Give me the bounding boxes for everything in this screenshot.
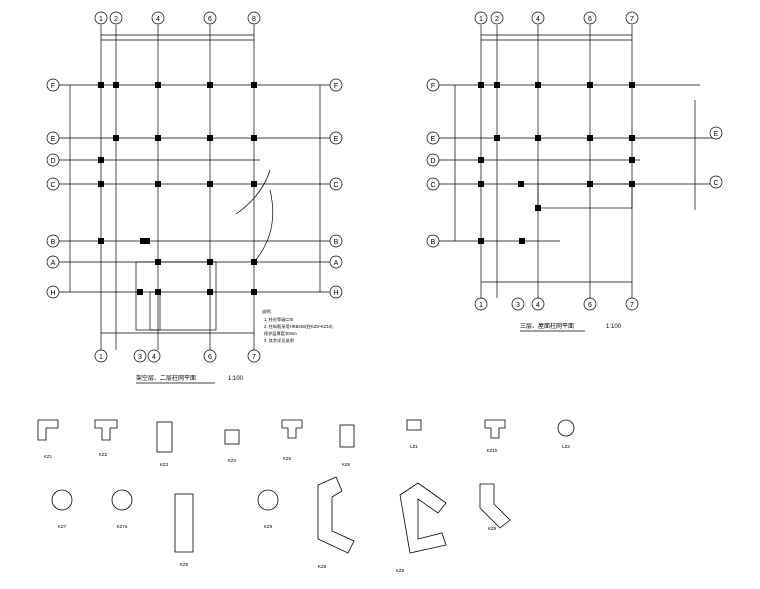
svg-text:LZ2: LZ2 [562, 444, 570, 449]
right-plan-title-block: 三层、屋面柱网平面 1:100 [520, 322, 622, 332]
svg-text:1: 1 [99, 354, 103, 361]
svg-text:6: 6 [588, 16, 592, 23]
left-right-axes: F E C B A H [329, 78, 343, 299]
right-plan-scale: 1:100 [606, 324, 622, 330]
left-plan-title-block: 架空层、二层柱网平面 1:100 [136, 374, 244, 384]
svg-text:7: 7 [630, 16, 634, 23]
svg-text:KZ8: KZ8 [318, 564, 327, 569]
right-plan-title: 三层、屋面柱网平面 [520, 322, 574, 330]
left-bottom-axes: 1 3 4 6 7 [94, 349, 261, 363]
details-row-2-labels: KZ7 KZ7a KZ8 KZ9 KZ8 KZ8 KZ8 [58, 524, 497, 573]
svg-text:1: 1 [479, 302, 483, 309]
left-side-axes: F E D C B A H [46, 78, 60, 299]
svg-text:2: 2 [114, 16, 118, 23]
svg-text:1: 1 [99, 16, 103, 23]
svg-text:H: H [50, 290, 55, 297]
svg-text:KZ8: KZ8 [396, 568, 405, 573]
svg-text:KZ8: KZ8 [180, 562, 189, 567]
svg-text:KZ7a: KZ7a [117, 524, 128, 529]
left-plan-scale: 1:100 [228, 376, 244, 382]
right-bottom-axes: 1 3 4 6 7 [474, 297, 639, 311]
right-plan-columns [478, 82, 635, 244]
svg-text:1: 1 [479, 16, 483, 23]
svg-text:1. 柱砼等级C30: 1. 柱砼等级C30 [264, 316, 294, 323]
svg-text:D: D [50, 158, 55, 165]
svg-text:B: B [334, 239, 339, 246]
svg-text:KZ6: KZ6 [342, 462, 351, 467]
svg-text:C: C [430, 182, 435, 189]
svg-text:KZ9: KZ9 [264, 524, 273, 529]
svg-text:E: E [431, 136, 436, 143]
svg-text:KZ10: KZ10 [487, 448, 498, 453]
svg-text:6: 6 [588, 302, 592, 309]
svg-text:A: A [51, 260, 56, 267]
svg-text:4: 4 [536, 16, 540, 23]
svg-text:D: D [430, 158, 435, 165]
details-row-2 [51, 476, 511, 554]
svg-text:KZ2: KZ2 [99, 452, 108, 457]
svg-text:3: 3 [516, 302, 520, 309]
svg-text:8: 8 [252, 16, 256, 23]
right-top-axes: 1 2 4 6 7 [474, 11, 639, 25]
svg-text:6: 6 [208, 354, 212, 361]
svg-text:4: 4 [152, 354, 156, 361]
svg-text:保护层厚度30mm: 保护层厚度30mm [264, 330, 297, 337]
svg-text:4: 4 [156, 16, 160, 23]
left-plan [55, 25, 340, 350]
right-side-axes: F E D C B E C [426, 78, 723, 248]
svg-text:2. 柱纵筋采用HRB400(柱KZ8~KZ10): 2. 柱纵筋采用HRB400(柱KZ8~KZ10) [264, 323, 333, 330]
svg-text:KZ4: KZ4 [228, 458, 237, 463]
svg-text:F: F [51, 83, 55, 90]
svg-text:F: F [431, 83, 435, 90]
svg-text:B: B [51, 239, 56, 246]
svg-text:KZ7: KZ7 [58, 524, 67, 529]
details-row-1 [37, 419, 575, 453]
svg-text:KZ5: KZ5 [283, 456, 292, 461]
svg-text:说明:: 说明: [262, 308, 272, 315]
svg-text:7: 7 [630, 302, 634, 309]
svg-text:H: H [333, 290, 338, 297]
left-plan-title: 架空层、二层柱网平面 [136, 374, 196, 382]
svg-text:6: 6 [208, 16, 212, 23]
svg-text:KZ1: KZ1 [44, 454, 53, 459]
svg-text:C: C [50, 182, 55, 189]
svg-text:F: F [334, 83, 338, 90]
svg-text:LZ1: LZ1 [410, 444, 418, 449]
svg-text:4: 4 [536, 302, 540, 309]
svg-text:2: 2 [495, 16, 499, 23]
svg-text:3: 3 [138, 354, 142, 361]
details-row-1-labels: KZ1 KZ2 KZ3 KZ4 KZ5 KZ6 LZ1 KZ10 LZ2 [44, 444, 571, 467]
svg-text:7: 7 [252, 354, 256, 361]
left-top-axes: 1 2 4 6 8 [94, 11, 261, 25]
right-plan [435, 25, 720, 298]
svg-text:B: B [431, 239, 436, 246]
svg-text:A: A [334, 260, 339, 267]
svg-text:KZ8: KZ8 [488, 526, 497, 531]
svg-text:C: C [713, 180, 718, 187]
svg-text:C: C [333, 182, 338, 189]
svg-text:3. 其余详见说明: 3. 其余详见说明 [264, 337, 294, 344]
left-plan-notes: 说明: 1. 柱砼等级C30 2. 柱纵筋采用HRB400(柱KZ8~KZ10)… [262, 308, 333, 344]
left-plan-columns [98, 82, 257, 295]
svg-text:E: E [334, 136, 339, 143]
svg-text:E: E [51, 136, 56, 143]
svg-text:E: E [714, 131, 719, 138]
svg-text:KZ3: KZ3 [160, 462, 169, 467]
